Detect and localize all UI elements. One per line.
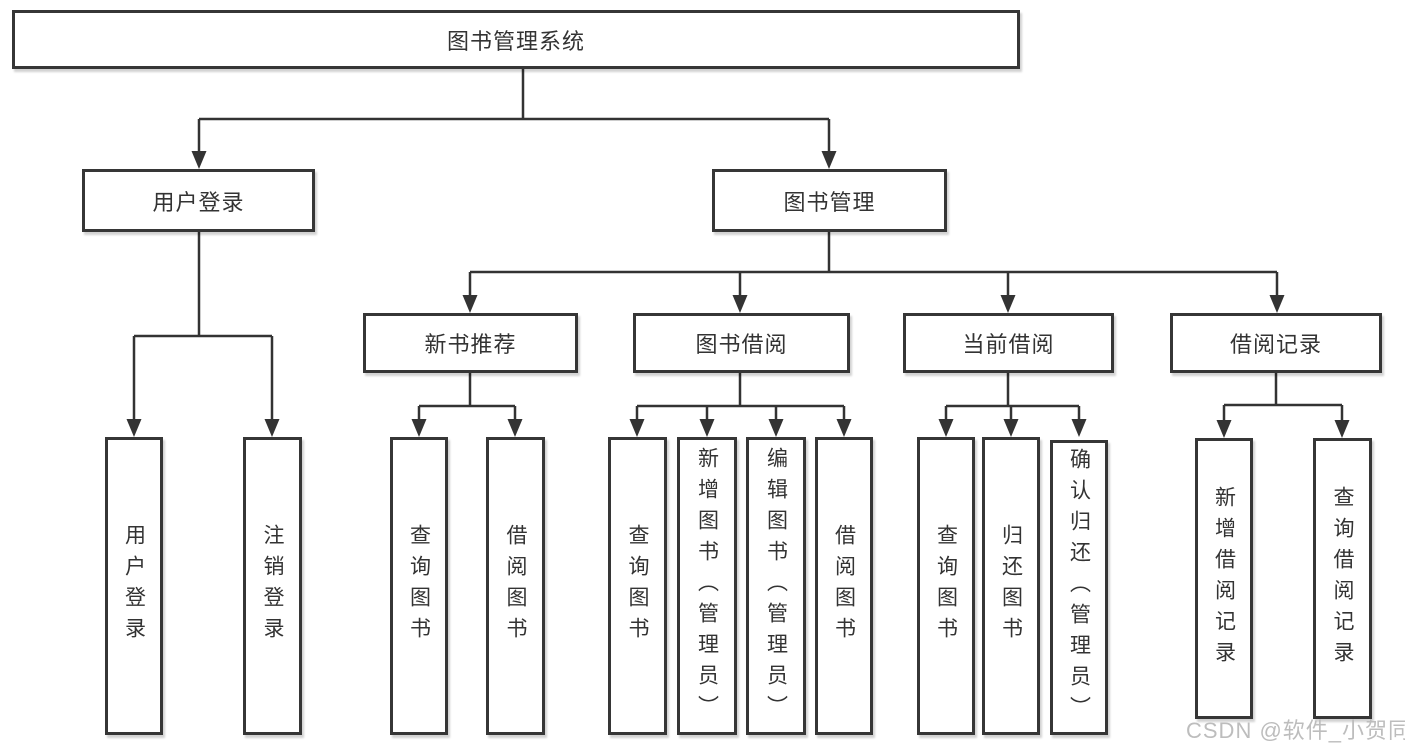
node-current-query-books: 查询图书 — [917, 437, 975, 735]
node-book-borrowing: 图书借阅 — [633, 313, 850, 373]
node-borrowing-records: 借阅记录 — [1170, 313, 1382, 373]
node-leaf-logout: 注销登录 — [243, 437, 302, 735]
leaf-label: 新增图书（管理员） — [695, 446, 719, 726]
node-recommend-borrow-books: 借阅图书 — [486, 437, 545, 735]
node-current-return-books: 归还图书 — [982, 437, 1040, 735]
node-recommend-query-books: 查询图书 — [390, 437, 448, 735]
node-user-login: 用户登录 — [82, 169, 315, 232]
node-current-confirm-return-admin: 确认归还（管理员） — [1050, 440, 1108, 735]
node-borrowing-borrow-books: 借阅图书 — [815, 437, 873, 735]
node-leaf-user-login: 用户登录 — [105, 437, 163, 735]
leaf-label: 借阅图书 — [832, 524, 856, 648]
node-records-query-record: 查询借阅记录 — [1313, 438, 1372, 719]
node-borrowing-query-books: 查询图书 — [608, 437, 667, 735]
node-library-system: 图书管理系统 — [12, 10, 1020, 69]
leaf-label: 查询图书 — [934, 524, 958, 648]
leaf-label: 归还图书 — [999, 524, 1023, 648]
leaf-label: 查询借阅记录 — [1331, 485, 1354, 672]
csdn-watermark: CSDN @软件_小贺同学 — [1186, 718, 1405, 743]
leaf-label: 查询图书 — [407, 524, 431, 648]
leaf-label: 确认归还（管理员） — [1067, 448, 1091, 727]
node-new-book-recommend: 新书推荐 — [363, 313, 578, 373]
node-borrowing-add-books-admin: 新增图书（管理员） — [677, 437, 737, 735]
leaf-label: 借阅图书 — [504, 524, 527, 648]
leaf-label: 编辑图书（管理员） — [764, 446, 788, 726]
leaf-label: 新增借阅记录 — [1212, 485, 1236, 672]
leaf-label: 用户登录 — [122, 524, 146, 648]
node-records-add-record: 新增借阅记录 — [1195, 438, 1253, 719]
leaf-label: 注销登录 — [261, 524, 284, 648]
node-borrowing-edit-books-admin: 编辑图书（管理员） — [746, 437, 806, 735]
leaf-label: 查询图书 — [626, 524, 649, 648]
node-current-borrowing: 当前借阅 — [903, 313, 1114, 373]
node-book-management: 图书管理 — [712, 169, 947, 232]
